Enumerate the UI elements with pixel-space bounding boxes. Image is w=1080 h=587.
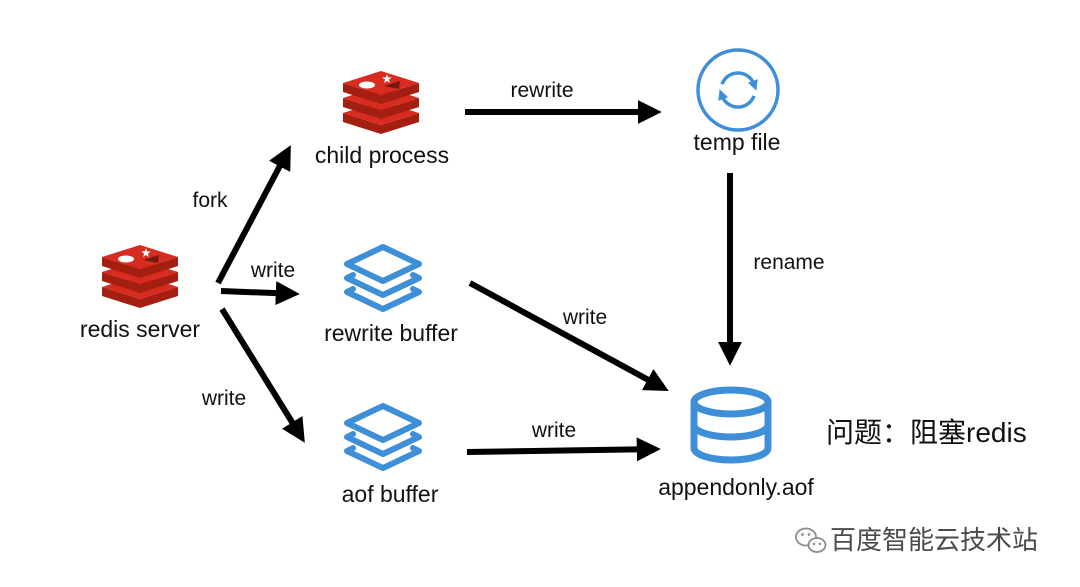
wechat-icon-eye (807, 533, 811, 536)
database-icon (690, 386, 772, 464)
node-redis-server: redis server (80, 245, 200, 342)
redis-logo-layer-top (102, 245, 178, 269)
wechat-icon-eye (812, 542, 816, 546)
sync-icon-arc-bottom (718, 89, 756, 109)
redis-logo-triangle (384, 81, 400, 89)
database-icon-outline (690, 386, 772, 464)
redis-logo-layer-side (102, 257, 178, 278)
node-child-process: child process (315, 71, 449, 168)
database-icon-divider (690, 424, 772, 441)
sync-icon-arc-top (720, 71, 758, 91)
problem-note: 问题：阻塞redis (826, 417, 1027, 448)
edge-label-rename: rename (753, 251, 824, 274)
layers-icon-top (344, 403, 422, 443)
redis-logo-ellipse (118, 255, 134, 263)
redis-logo-layer-side (343, 83, 419, 104)
edge-label-write-from-aof-buffer: write (531, 419, 576, 442)
edge-labels: fork write write rewrite rename write wr… (192, 79, 824, 442)
node-appendonly-aof: appendonly.aof (658, 386, 814, 500)
redis-logo-icon (343, 71, 419, 134)
label-temp-file: temp file (694, 129, 781, 155)
redis-logo-star (141, 248, 151, 258)
redis-logo-ellipse (359, 81, 375, 89)
arrow-fork (215, 145, 291, 285)
redis-logo-layer-side (343, 113, 419, 134)
node-temp-file: temp file (694, 48, 781, 155)
label-child-process: child process (315, 142, 449, 168)
label-appendonly-aof: appendonly.aof (658, 474, 814, 500)
redis-logo-star (382, 74, 392, 84)
wechat-icon-eye (801, 533, 804, 536)
database-icon-divider (690, 401, 772, 418)
redis-logo-icon (102, 245, 178, 308)
label-redis-server: redis server (80, 316, 200, 342)
layers-icon-middle (344, 431, 422, 457)
redis-logo-layer-side (343, 98, 419, 119)
label-rewrite-buffer: rewrite buffer (324, 320, 458, 346)
arrows (215, 100, 742, 462)
redis-logo-layer-top (343, 71, 419, 95)
edge-label-write-from-rewrite-buffer: write (562, 306, 607, 329)
layers-icon-bottom (344, 286, 422, 312)
sync-icon (696, 48, 780, 132)
wechat-icon (795, 527, 827, 553)
wechat-icon-eye (818, 542, 822, 546)
watermark: 百度智能云技术站 (795, 525, 1038, 555)
edge-label-write-rewrite-buffer: write (250, 259, 295, 282)
layers-icon (344, 244, 422, 312)
watermark-text: 百度智能云技术站 (830, 525, 1038, 555)
arrow-write-to-rewrite-buffer (220, 281, 300, 306)
sync-icon-ring (696, 48, 780, 132)
edge-label-fork: fork (192, 189, 228, 212)
layers-icon (344, 403, 422, 471)
layers-icon-bottom (344, 445, 422, 471)
redis-logo-layer-side (102, 287, 178, 308)
layers-icon-top (344, 244, 422, 284)
redis-logo-layer-side (102, 272, 178, 293)
wechat-icon-bubble-small (807, 537, 827, 553)
arrow-aof-buffer-write (466, 437, 661, 462)
edge-label-rewrite: rewrite (510, 79, 573, 102)
label-aof-buffer: aof buffer (342, 481, 439, 507)
redis-logo-triangle (143, 255, 159, 263)
node-aof-buffer: aof buffer (342, 403, 439, 507)
node-rewrite-buffer: rewrite buffer (324, 244, 458, 346)
arrow-rewrite-buffer-write (468, 280, 669, 392)
layers-icon-middle (344, 272, 422, 298)
arrow-write-to-aof-buffer (219, 307, 305, 443)
edge-label-write-aof-buffer: write (201, 387, 246, 410)
